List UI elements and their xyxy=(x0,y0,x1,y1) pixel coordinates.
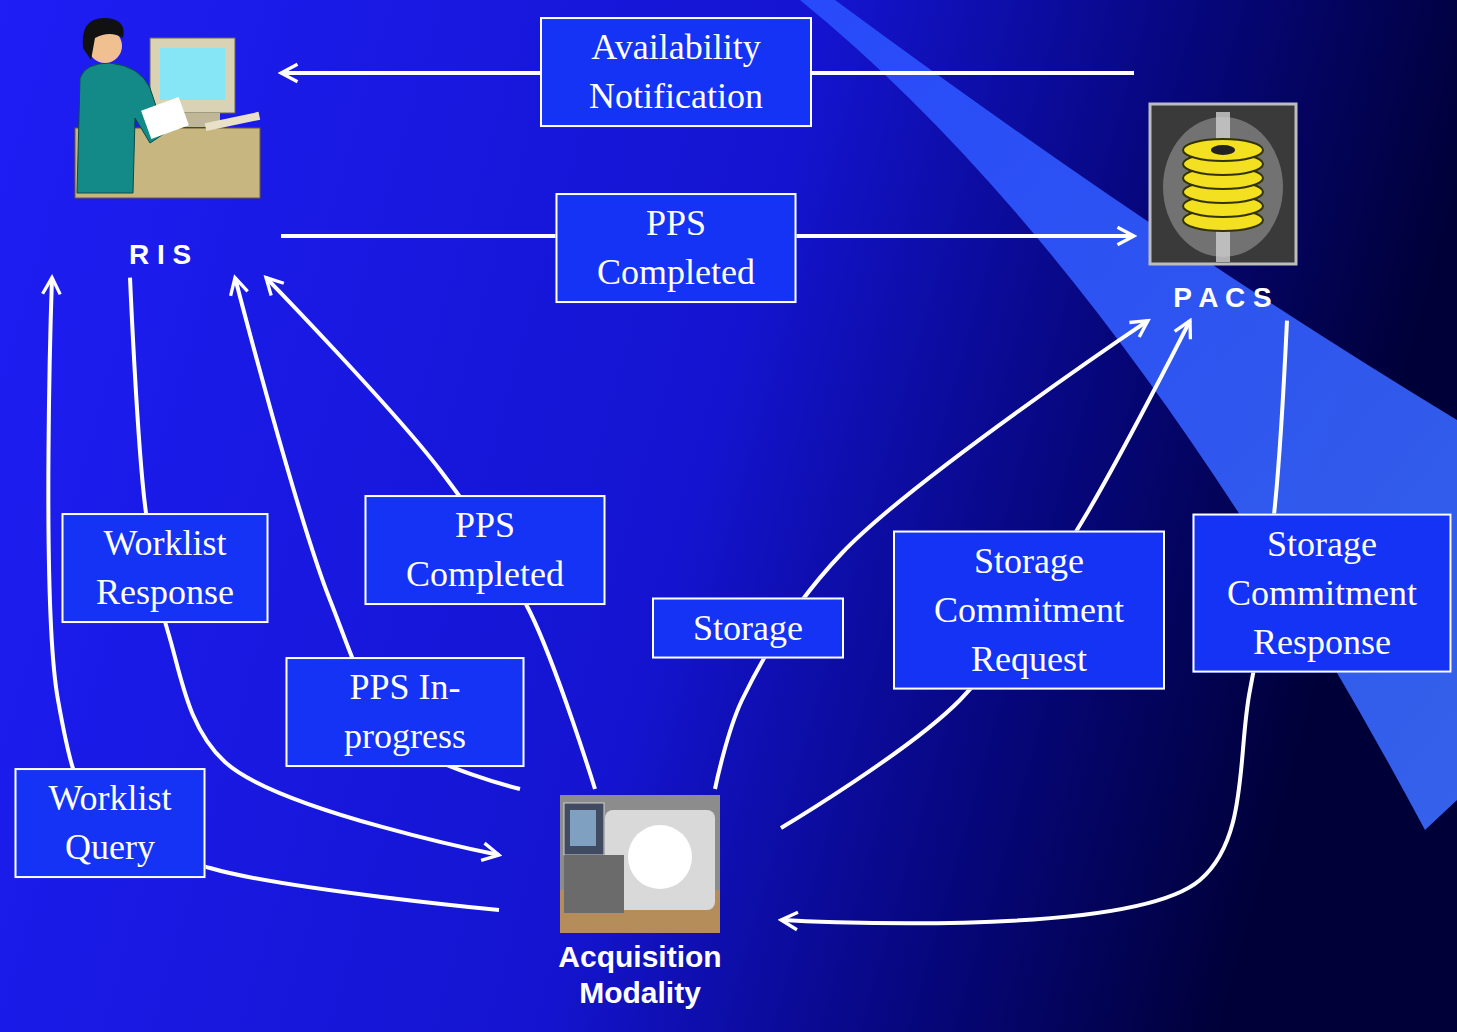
paper xyxy=(141,97,189,139)
ris-icon-figure xyxy=(75,18,260,198)
message-box: PPS Completed xyxy=(365,495,606,605)
message-label: Worklist Response xyxy=(74,519,257,617)
message-label: PPS Completed xyxy=(568,199,785,297)
message-box: Storage Commitment Response xyxy=(1193,514,1452,673)
ris-node: R I S xyxy=(45,8,275,272)
message-arrow xyxy=(781,321,1190,828)
pacs-icon-figure xyxy=(1150,104,1296,264)
message-label: Worklist Query xyxy=(27,774,194,872)
message-box: Worklist Query xyxy=(15,768,206,878)
message-box: Availability Notification xyxy=(540,17,812,127)
ris-icon xyxy=(55,8,265,208)
console-display xyxy=(570,810,596,846)
modality-icon-figure xyxy=(560,795,720,933)
scanner-bore xyxy=(628,825,692,889)
modality-icon xyxy=(560,795,720,933)
storage-disk xyxy=(1183,139,1263,161)
person-hair xyxy=(83,18,124,60)
message-label: Storage Commitment Response xyxy=(1205,520,1440,667)
message-label: Availability Notification xyxy=(552,23,800,121)
pacs-node: P A C S xyxy=(1140,62,1305,315)
monitor xyxy=(150,38,235,113)
message-box: Storage xyxy=(652,598,844,659)
console-desk xyxy=(564,855,624,913)
keyboard xyxy=(205,112,260,131)
message-box: Storage Commitment Request xyxy=(893,531,1165,690)
node-label: Acquisition Modality xyxy=(505,939,775,1011)
message-label: Storage Commitment Request xyxy=(905,537,1153,684)
message-label: PPS In-progress xyxy=(298,663,513,761)
swoosh xyxy=(800,0,1457,830)
console-screen xyxy=(564,803,604,855)
photo-ground xyxy=(560,795,720,933)
monitor-screen xyxy=(160,48,225,100)
message-box: Worklist Response xyxy=(62,513,269,623)
message-box: PPS Completed xyxy=(556,193,797,303)
message-box: PPS In-progress xyxy=(286,657,525,767)
message-label: PPS Completed xyxy=(377,501,594,599)
message-label: Storage xyxy=(664,604,832,653)
disk-hub xyxy=(1211,145,1235,155)
modality-node: Acquisition Modality xyxy=(505,795,775,1011)
node-label: R I S xyxy=(129,238,191,272)
pacs-icon xyxy=(1148,82,1298,267)
xray-film xyxy=(1150,104,1296,264)
node-label: P A C S xyxy=(1173,281,1272,315)
